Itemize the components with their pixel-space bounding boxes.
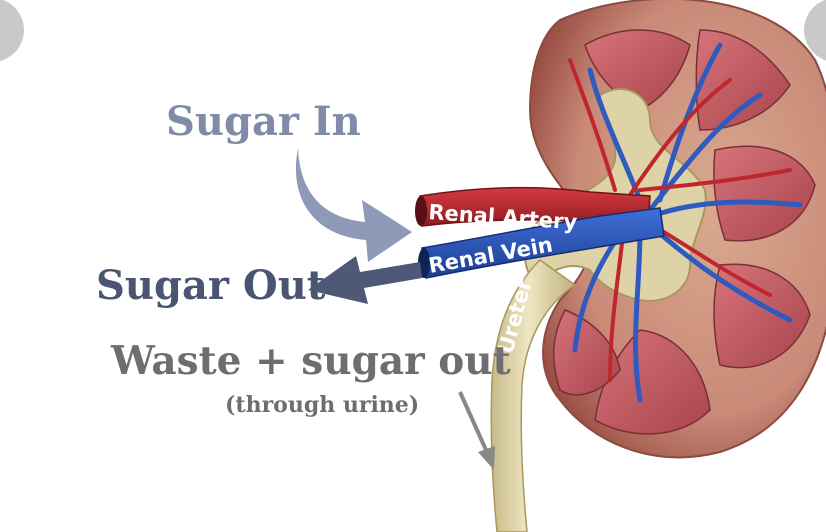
sugar-in-arrow (296, 148, 412, 262)
sugar-out-label: Sugar Out (96, 262, 325, 309)
waste-sugar-out-label: Waste + sugar out (111, 338, 511, 384)
renal-artery-opening (415, 196, 427, 226)
sugar-in-label: Sugar In (166, 98, 361, 145)
corner-circle-left (0, 0, 24, 62)
urine-arrow (460, 392, 495, 470)
through-urine-note: (through urine) (225, 392, 419, 418)
